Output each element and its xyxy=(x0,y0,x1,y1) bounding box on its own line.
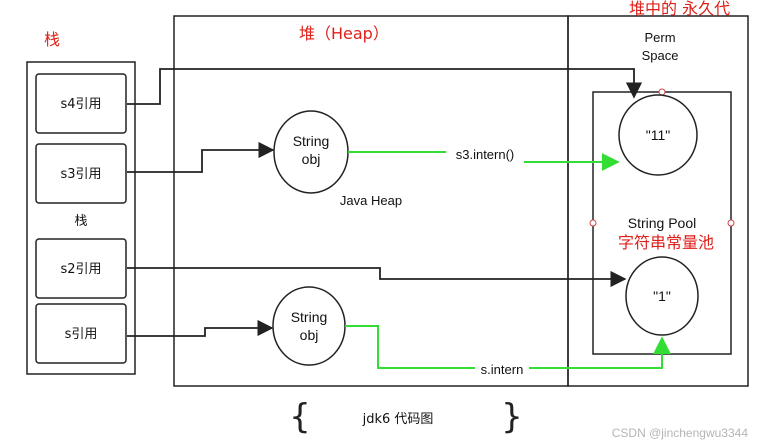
pool-entry-1: "1" xyxy=(625,256,699,336)
right-brace: } xyxy=(501,397,523,437)
java-heap-label: Java Heap xyxy=(340,193,402,208)
arrow-s3-to-heap-obj xyxy=(127,141,275,173)
pool-entry-value: "11" xyxy=(646,127,671,143)
heap-string-obj-s: String obj xyxy=(272,286,346,366)
object-type-label: obj xyxy=(302,151,321,167)
arrow-s-to-heap-obj xyxy=(127,319,274,337)
arrow-s4-to-pool-11 xyxy=(127,68,643,105)
heap-title: 堆（Heap） xyxy=(299,24,389,43)
edge-label-bg xyxy=(475,361,529,377)
stack-ref-s: s引用 xyxy=(35,303,127,364)
caption-label: jdk6 代码图 xyxy=(362,412,434,427)
edge-label-bg xyxy=(446,145,524,163)
stack-title: 栈 xyxy=(44,30,60,49)
watermark: CSDN @jinchengwu3344 xyxy=(612,426,749,440)
left-brace: { xyxy=(289,397,311,437)
s3-intern-label: s3.intern() xyxy=(456,147,515,162)
heap-string-obj-s3: String obj xyxy=(273,110,349,194)
stack-ref-s3: s3引用 xyxy=(35,143,127,204)
stack-ref-label: s引用 xyxy=(65,327,98,342)
stack-ref-label: s3引用 xyxy=(60,167,101,182)
pool-entry-11: "11" xyxy=(618,94,698,176)
stack-ref-label: s2引用 xyxy=(60,262,101,277)
perm-gen-frame xyxy=(567,15,749,387)
object-type-label: String xyxy=(291,309,328,325)
object-type-label: String xyxy=(293,133,330,149)
stack-ref-s2: s2引用 xyxy=(35,238,127,299)
perm-title: 堆中的 永久代 xyxy=(629,0,730,18)
string-pool-cn-label: 字符串常量池 xyxy=(618,233,714,252)
string-pool-label: String Pool xyxy=(628,215,696,231)
perm-space-label: Perm xyxy=(644,30,675,45)
stack-ref-label: s4引用 xyxy=(60,97,101,112)
perm-space-label: Space xyxy=(642,48,679,63)
s-intern-label: s.intern xyxy=(481,362,524,377)
arrow-s-intern xyxy=(345,325,671,369)
arrow-s2-to-pool-1 xyxy=(127,267,627,288)
pool-entry-value: "1" xyxy=(653,288,671,304)
stack-middle-label: 栈 xyxy=(74,214,87,229)
object-type-label: obj xyxy=(300,327,319,343)
stack-ref-s4: s4引用 xyxy=(35,73,127,134)
